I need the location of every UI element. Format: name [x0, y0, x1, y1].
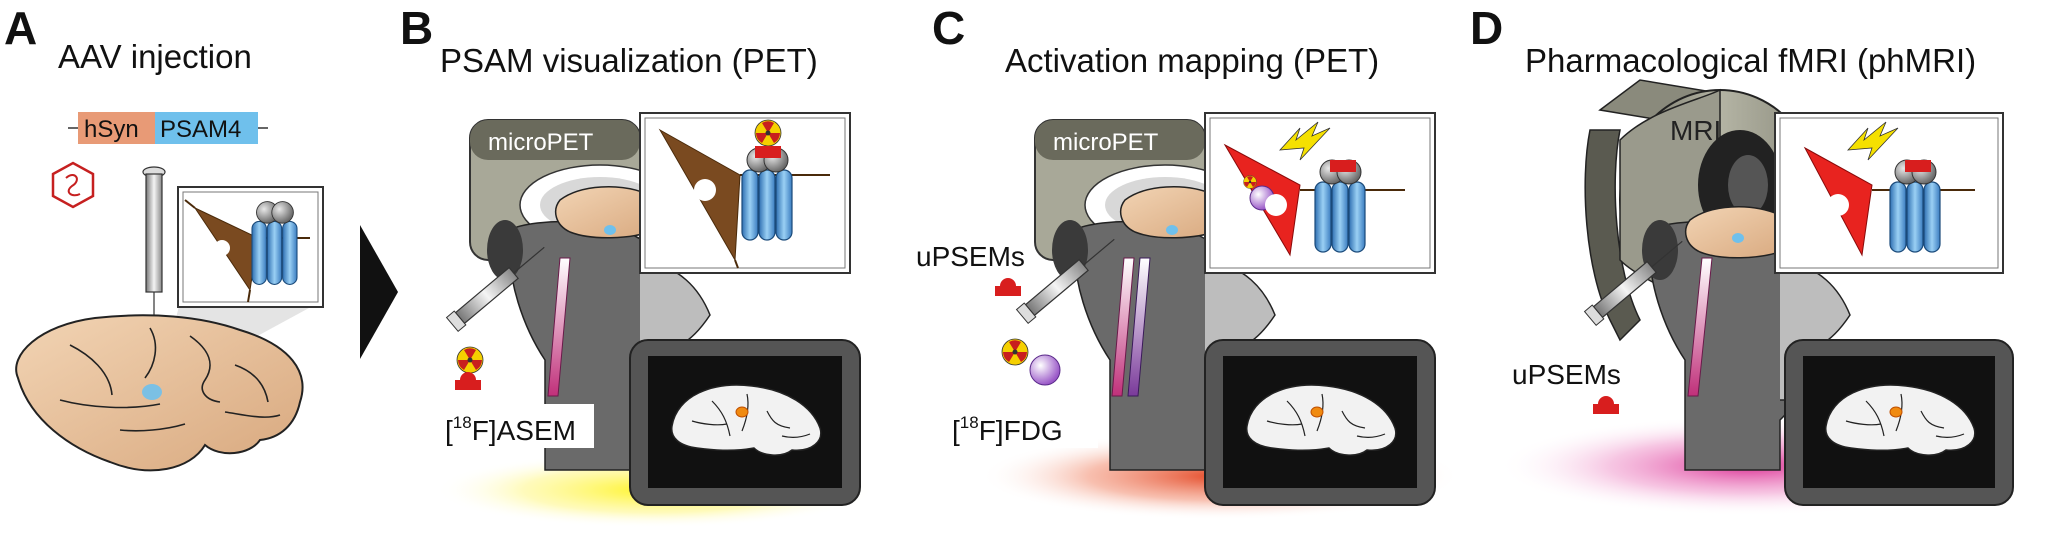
- scanner-label-b: microPET: [488, 129, 594, 156]
- upsem-ligand-icon: [995, 278, 1021, 296]
- tracer-prefix-b: [: [445, 415, 453, 446]
- panel-d-letter: D: [1470, 2, 1503, 54]
- promoter-label: hSyn: [84, 116, 139, 143]
- neuron-inset-c: [1204, 112, 1436, 274]
- lightning-icon: [1847, 121, 1899, 161]
- syringe-icon: [142, 166, 166, 392]
- fmri-monitor: [1784, 339, 2014, 506]
- ligand-label-c: uPSEMs: [916, 241, 1025, 272]
- injection-site: [142, 384, 162, 400]
- promoter-box: [78, 112, 155, 144]
- panel-c-title: Activation mapping (PET): [1005, 42, 1379, 79]
- tracer-label-b: [18F]ASEM: [442, 404, 594, 448]
- pet-beam: [547, 257, 571, 397]
- lightning-icon: [1279, 121, 1331, 161]
- asem-ligand-icon: [455, 372, 481, 390]
- neuron-inset-d: [1774, 112, 2004, 274]
- syringe-icon: [445, 246, 545, 333]
- tracer-prefix-c: [: [952, 415, 960, 446]
- tracer-sup-c: 18: [960, 413, 979, 432]
- hexagon-molecule-icon: [51, 161, 95, 209]
- fmri-beam: [1687, 257, 1713, 397]
- pet-beam-c1: [1111, 257, 1135, 397]
- scanner-label-c: microPET: [1053, 129, 1159, 156]
- mri-label: MRI: [1670, 115, 1721, 146]
- pet-monitor-c: [1204, 339, 1436, 506]
- receptor-label: PSAM4: [160, 116, 241, 143]
- panel-a-letter: A: [4, 2, 37, 54]
- receptor-box: [155, 112, 258, 144]
- panel-d-title: Pharmacological fMRI (phMRI): [1525, 42, 1976, 79]
- arrow-right-icon: [360, 225, 398, 359]
- syringe-icon: [1015, 238, 1115, 325]
- neuron-inset-a: [177, 186, 324, 308]
- tracer-sup-b: 18: [453, 413, 472, 432]
- panel-b-letter: B: [400, 2, 433, 54]
- ligand-label-d: uPSEMs: [1512, 359, 1621, 390]
- pet-monitor-b: [629, 339, 861, 506]
- panel-c: C Activation mapping (PET) microPET: [916, 2, 1460, 520]
- fdg-sphere-icon: [1001, 338, 1061, 386]
- tracer-suffix-c: F]FDG: [979, 415, 1063, 446]
- panel-b: B PSAM visualization (PET) microPET: [400, 2, 875, 528]
- upsem-ligand-icon: [1593, 396, 1619, 414]
- syringe-icon: [1583, 240, 1683, 327]
- svg-text:[18F]FDG: [18F]FDG: [952, 413, 1063, 446]
- construct-diagram: hSyn PSAM4: [68, 112, 268, 144]
- monkey-brain: [15, 314, 304, 472]
- tracer-suffix-b: F]ASEM: [472, 415, 576, 446]
- neuron-inset-b: [639, 112, 851, 274]
- pet-beam-c2: [1127, 257, 1151, 397]
- tracer-label-c: [18F]FDG: [948, 404, 1098, 448]
- panel-a-title: AAV injection: [58, 38, 252, 75]
- radioactive-icon: [456, 346, 484, 374]
- svg-text:[18F]ASEM: [18F]ASEM: [445, 413, 576, 446]
- panel-b-title: PSAM visualization (PET): [440, 42, 818, 79]
- panel-d: D Pharmacological fMRI (phMRI) MRI: [1470, 2, 2014, 516]
- panel-a: A AAV injection hSyn PSAM4: [4, 2, 398, 472]
- panel-c-letter: C: [932, 2, 965, 54]
